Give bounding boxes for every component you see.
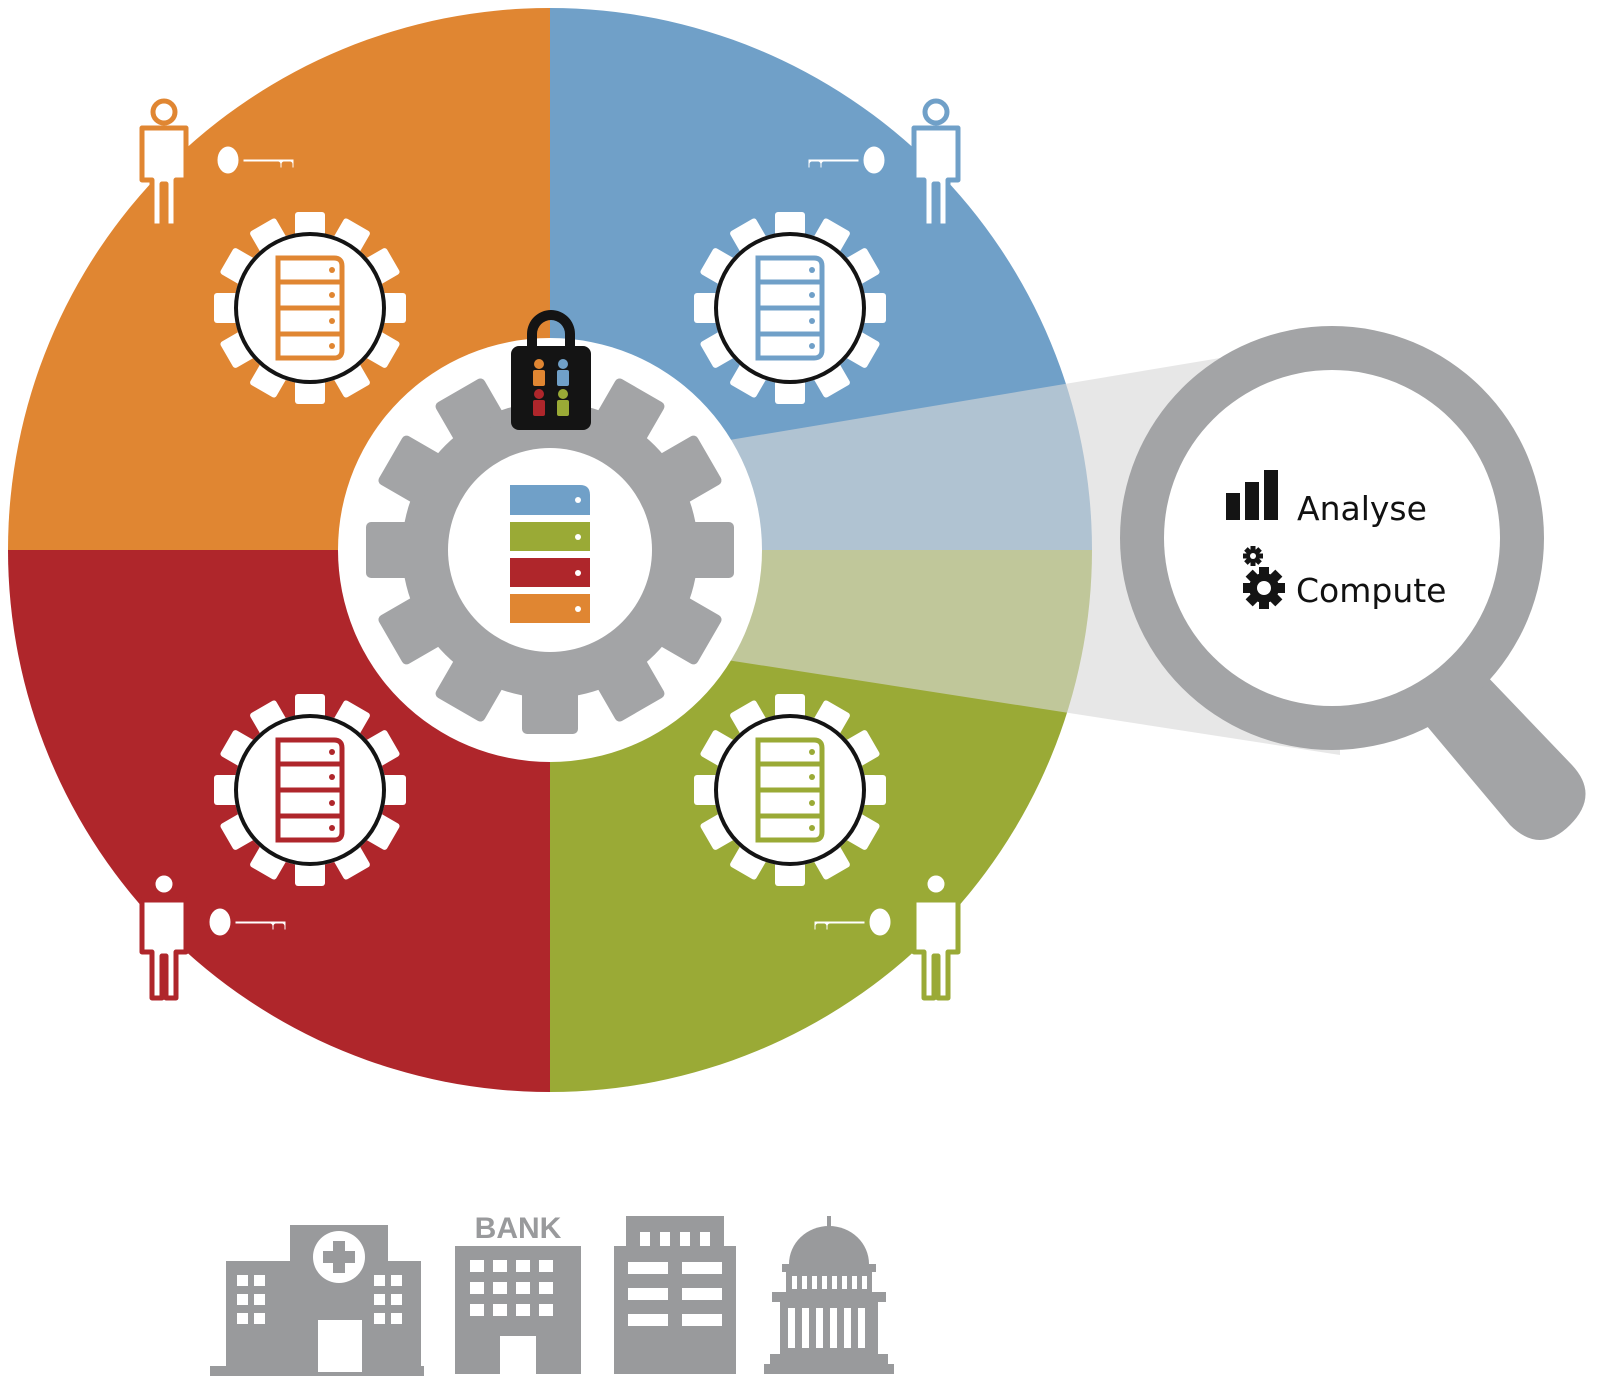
compute-label: Compute [1296,571,1446,610]
analyse-item: Analyse [1226,470,1427,528]
institutions-row: BANK [210,1212,894,1376]
server-gear-icon [694,212,886,404]
bar-chart-icon [1226,470,1278,520]
capitol-building-icon [764,1216,894,1374]
server-gear-icon [214,694,406,886]
server-gear-icon [694,694,886,886]
compute-item: Compute [1243,546,1446,610]
hospital-icon [210,1225,424,1376]
central-database-icon [510,485,590,623]
magnifier-icon [1120,326,1586,840]
central-hub [338,338,762,762]
office-building-icon [614,1216,736,1374]
gears-icon [1243,546,1285,609]
central-server-gear-icon [366,366,734,734]
analyse-label: Analyse [1297,489,1427,528]
bank-sign: BANK [475,1212,562,1245]
server-gear-icon [214,212,406,404]
bank-icon: BANK [455,1212,581,1374]
padlock-icon [511,310,591,430]
